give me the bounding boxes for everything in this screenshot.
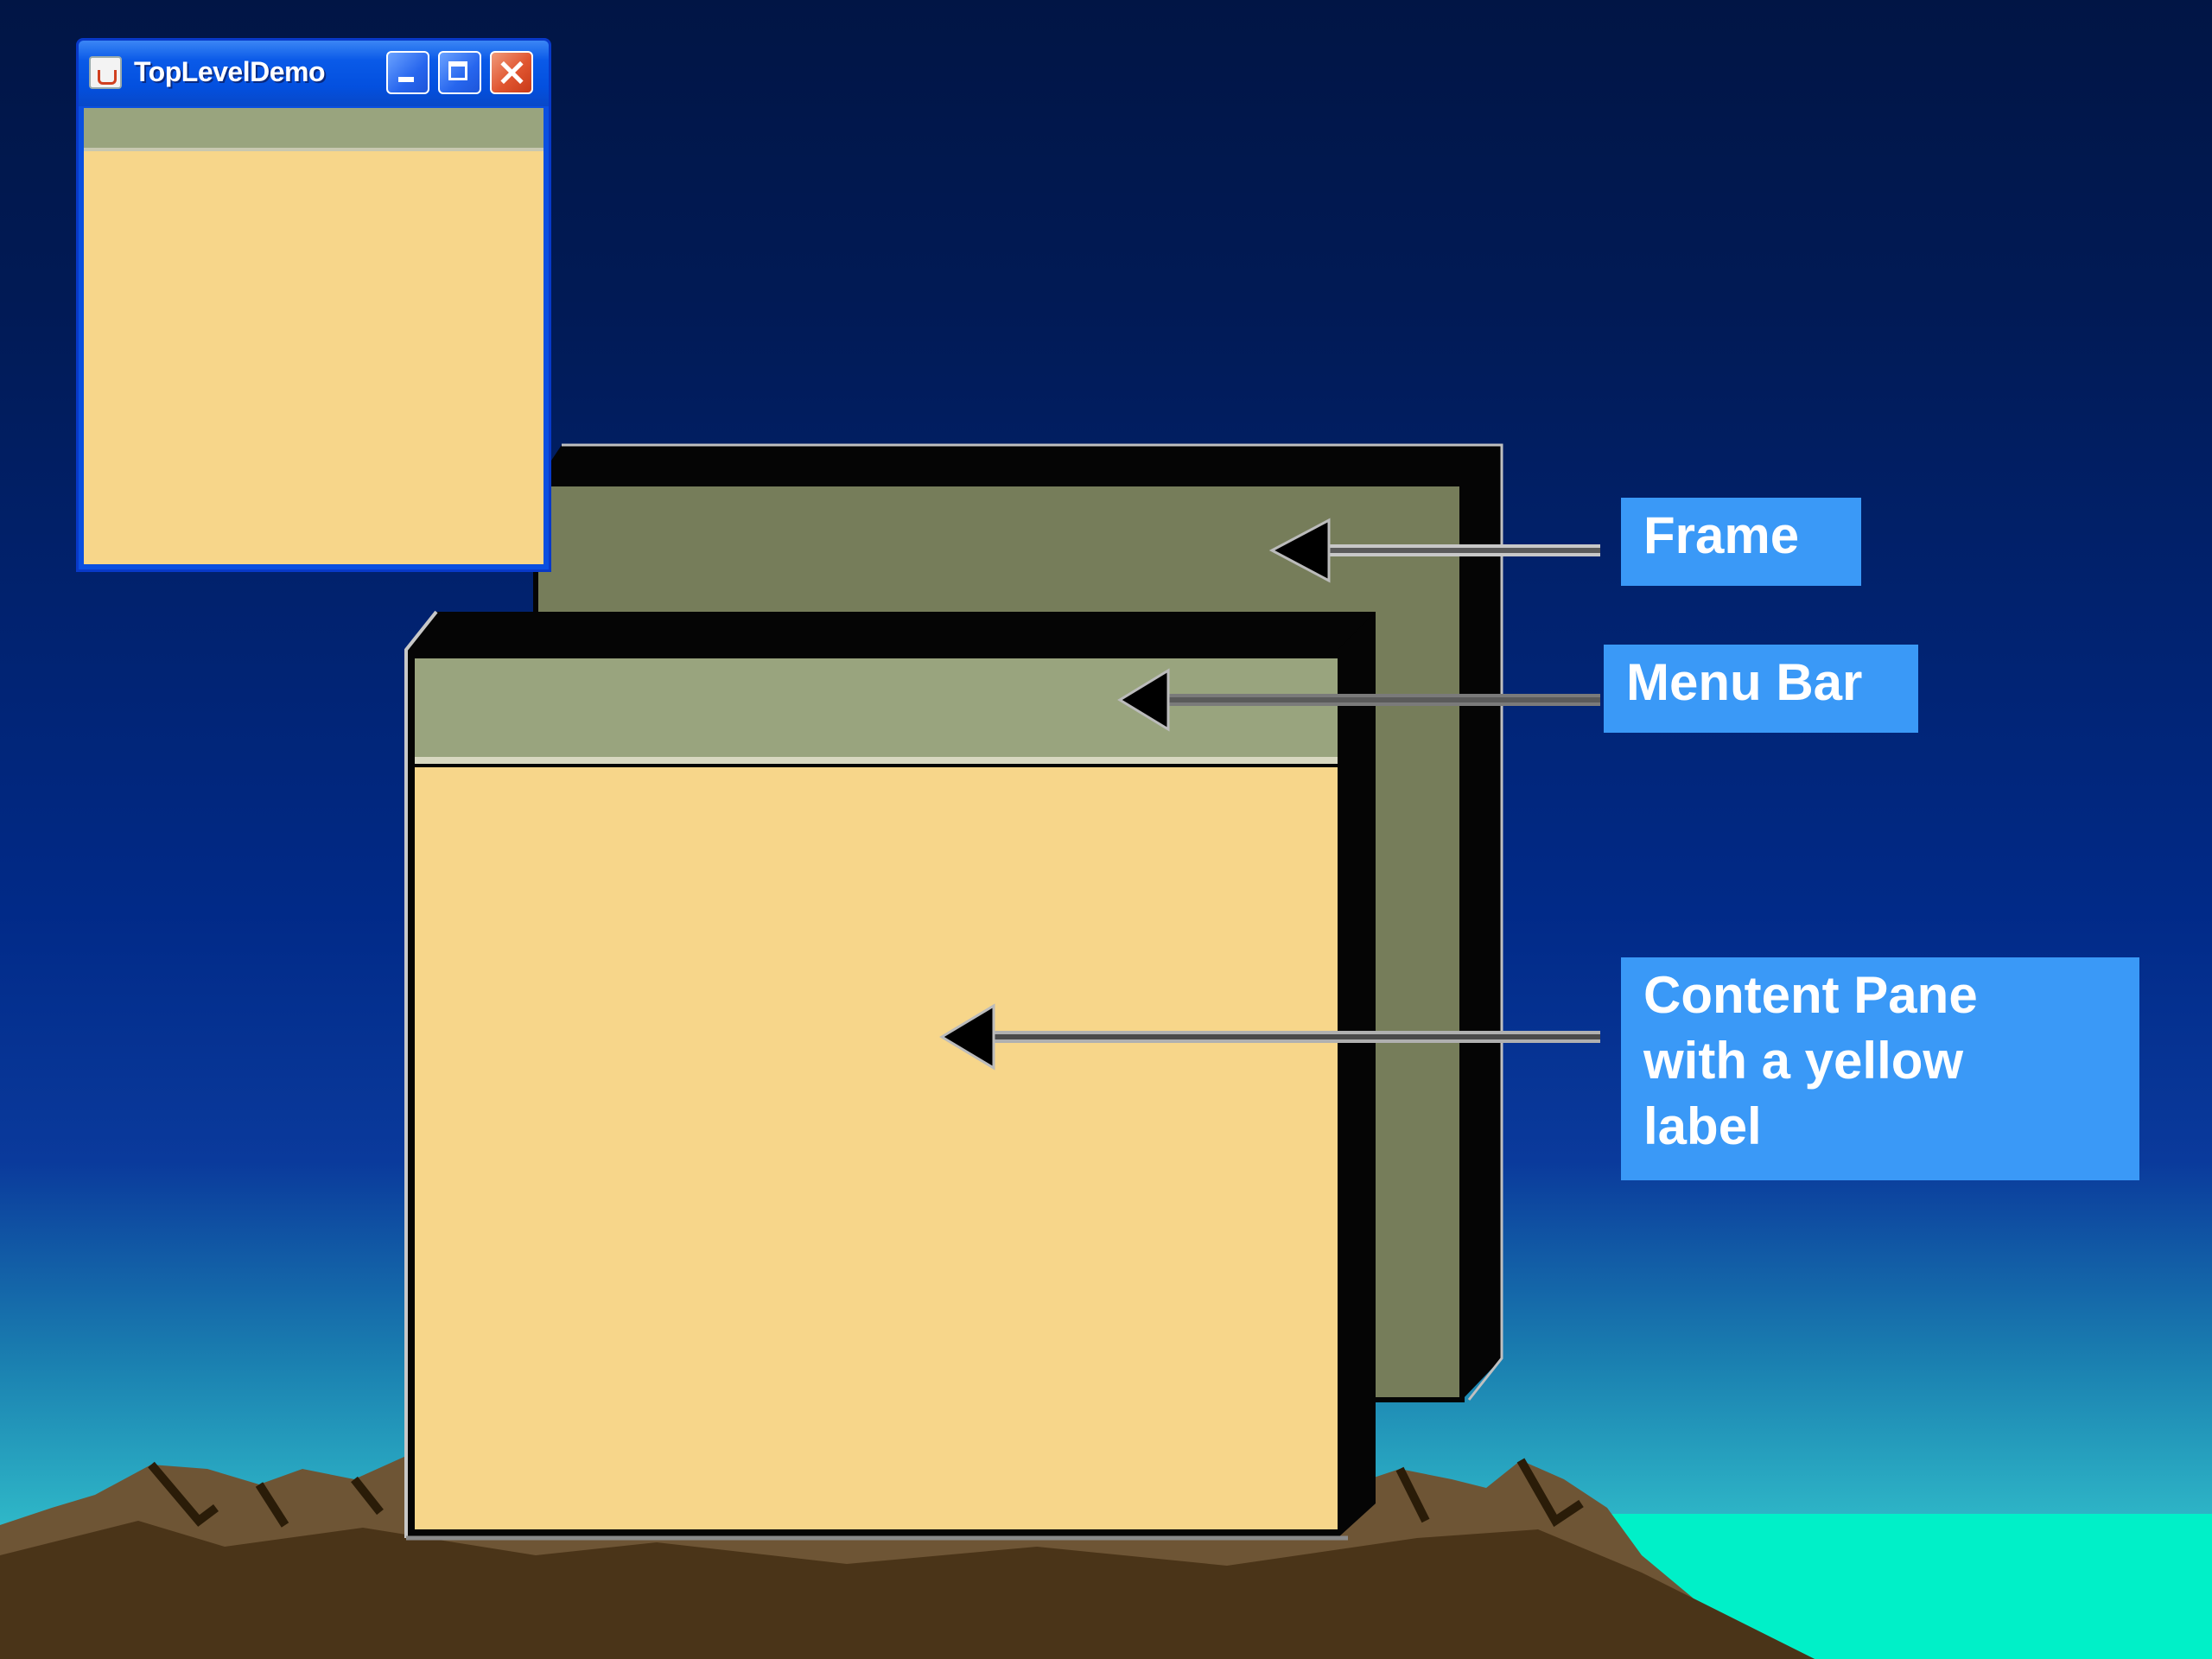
window-menu-bar[interactable] (84, 108, 543, 151)
menu-bar-label: Menu Bar (1604, 645, 1918, 733)
menu-bar-arrow (1117, 668, 1600, 732)
java-icon (89, 56, 122, 89)
maximize-icon[interactable] (438, 51, 481, 94)
content-pane-label: Content Pane with a yellow label (1621, 957, 2139, 1180)
frame-arrow (1268, 518, 1600, 583)
front-layer (404, 610, 1376, 1541)
window-title-bar[interactable]: TopLevelDemo (79, 41, 549, 106)
menu-bar-panel (415, 658, 1338, 760)
window-content-pane (84, 151, 543, 564)
toplevel-demo-window: TopLevelDemo (76, 38, 551, 572)
content-pane-panel (415, 767, 1338, 1529)
front-highlight (404, 610, 438, 1538)
close-icon[interactable] (490, 51, 533, 94)
frame-top-edge (536, 445, 1502, 484)
frame-label: Frame (1621, 498, 1861, 586)
front-side-edge (1338, 612, 1376, 1538)
frame-side-edge (1462, 445, 1502, 1400)
mountain-ridges (148, 1458, 1584, 1528)
content-pane-arrow (939, 1003, 1600, 1071)
frame-highlight (562, 443, 1503, 1401)
content-pane-arrowhead (939, 1003, 995, 1071)
mountain-shadows (0, 1521, 1815, 1659)
menu-bar-arrowhead (1117, 668, 1170, 732)
front-top-edge (406, 612, 1376, 650)
menu-bar-underline (415, 757, 1338, 764)
frame-arrowhead (1268, 518, 1331, 583)
window-title: TopLevelDemo (134, 56, 326, 87)
minimize-icon[interactable] (386, 51, 429, 94)
